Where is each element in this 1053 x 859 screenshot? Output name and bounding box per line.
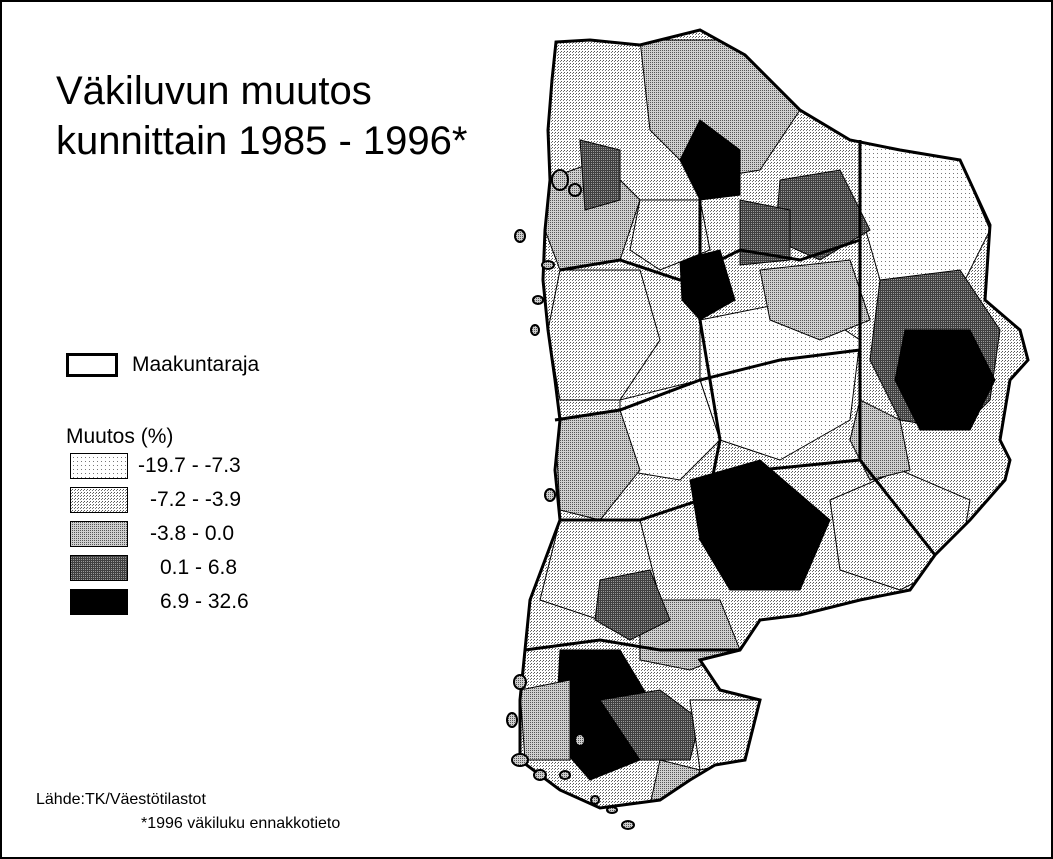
legend-label-4: 0.1 - 6.8 <box>160 556 238 579</box>
boundary-label: Maakuntaraja <box>132 353 260 376</box>
municipality-polygons <box>520 39 1001 806</box>
legend-swatch-5 <box>70 589 128 615</box>
legend-swatch-4 <box>70 555 128 581</box>
swatch-patterns <box>71 454 127 614</box>
title-line-2: kunnittain 1985 - 1996* <box>56 119 468 163</box>
islands <box>506 169 635 830</box>
source-text: Lähde:TK/Väestötilastot <box>36 791 206 808</box>
map-title: Väkiluvun muutos kunnittain 1985 - 1996* <box>56 66 467 166</box>
legend-item-3: -3.8 - 0.0 <box>70 521 234 547</box>
legend-swatch-2 <box>70 487 128 513</box>
legend-item-4: 0.1 - 6.8 <box>70 555 237 581</box>
legend-label-2: -7.2 - -3.9 <box>150 488 242 511</box>
legend-item-1: -19.7 - -7.3 <box>70 453 241 479</box>
legend-title: Muutos (%) <box>66 425 174 448</box>
legend-item-5: 6.9 - 32.6 <box>70 589 249 615</box>
boundary-swatch <box>66 353 118 377</box>
legend-swatch-1 <box>70 453 128 479</box>
footnote-text: *1996 väkiluku ennakkotieto <box>141 815 341 832</box>
legend-swatch-3 <box>70 521 128 547</box>
legend-label-1: -19.7 - -7.3 <box>138 454 241 477</box>
region-boundary-legend: Maakuntaraja <box>66 353 259 377</box>
province-boundaries <box>524 140 937 652</box>
legend-label-3: -3.8 - 0.0 <box>150 522 235 545</box>
legend-item-2: -7.2 - -3.9 <box>70 487 241 513</box>
title-line-1: Väkiluvun muutos <box>56 69 372 113</box>
legend-label-5: 6.9 - 32.6 <box>160 590 249 613</box>
